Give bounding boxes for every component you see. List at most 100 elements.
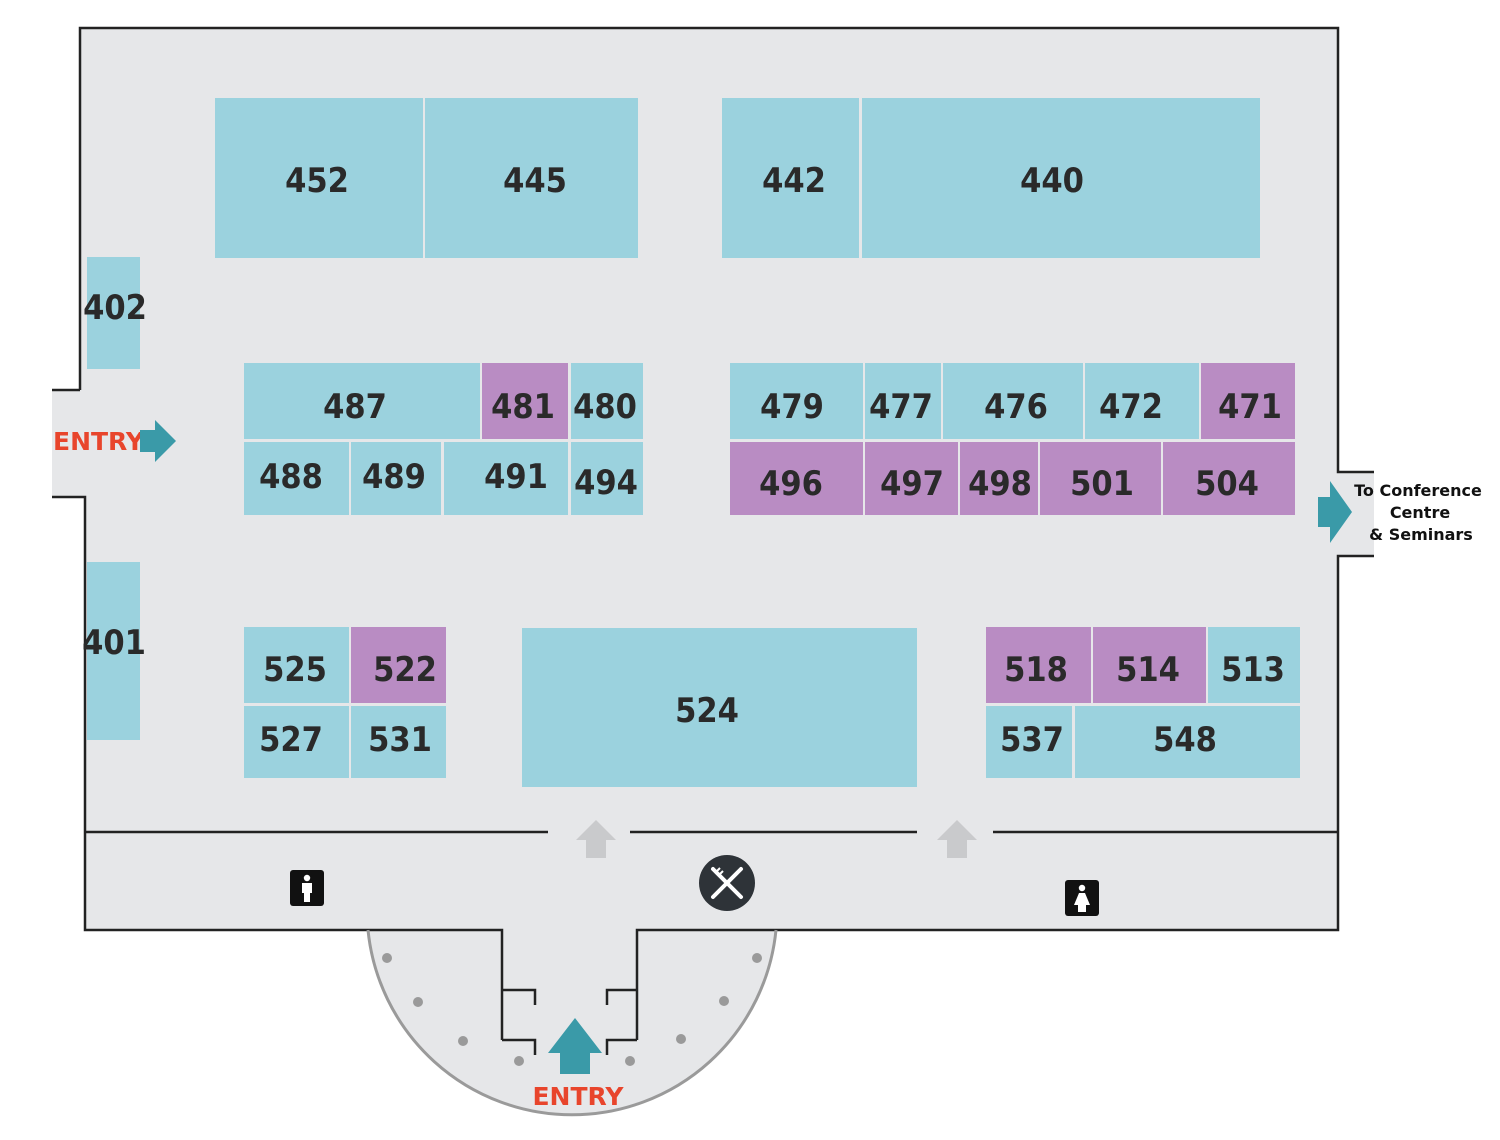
entry-west: ENTRY (53, 420, 176, 462)
stand-labels: 452 445 442 440 402 401 487 481 480 488 … (82, 161, 1285, 760)
stand-label-494: 494 (574, 463, 638, 503)
womens-toilet-icon (1065, 880, 1099, 916)
conference-arrow-icon (1318, 481, 1352, 543)
stand-label-504: 504 (1195, 464, 1259, 504)
stand-518[interactable] (986, 627, 1091, 703)
stand-label-513: 513 (1221, 650, 1285, 690)
column (514, 1056, 524, 1066)
stand-445[interactable] (425, 98, 638, 258)
stand-label-442: 442 (762, 161, 826, 201)
stand-label-522: 522 (373, 650, 437, 690)
entry-south-label: ENTRY (532, 1082, 624, 1111)
column (752, 953, 762, 963)
stand-label-481: 481 (491, 387, 555, 427)
stand-label-440: 440 (1020, 161, 1084, 201)
up-arrow-icon (576, 820, 616, 858)
stand-label-525: 525 (263, 650, 327, 690)
stand-494[interactable] (571, 442, 643, 515)
conference-link[interactable]: To Conference Centre & Seminars (1318, 481, 1482, 544)
column (458, 1036, 468, 1046)
entry-west-arrow-icon (140, 420, 176, 462)
stand-label-477: 477 (869, 387, 933, 427)
stand-496[interactable] (730, 442, 863, 515)
column (625, 1056, 635, 1066)
conference-label-line-1: To Conference (1354, 481, 1482, 500)
stand-497[interactable] (865, 442, 958, 515)
stands (87, 98, 1300, 787)
stand-513[interactable] (1208, 627, 1300, 703)
stand-480[interactable] (571, 363, 643, 439)
stand-477[interactable] (865, 363, 941, 439)
stand-548[interactable] (1075, 706, 1300, 778)
doorway-right-lower (605, 1038, 637, 1055)
conference-label-line-3: & Seminars (1369, 525, 1473, 544)
stand-537[interactable] (986, 706, 1072, 778)
stand-label-537: 537 (1000, 720, 1064, 760)
stand-504[interactable] (1163, 442, 1295, 515)
stand-label-514: 514 (1116, 650, 1180, 690)
stand-491[interactable] (444, 442, 568, 515)
stand-522[interactable] (351, 627, 446, 703)
stand-label-401: 401 (82, 623, 146, 663)
wall-east-lower (635, 554, 1374, 1040)
stand-label-489: 489 (362, 457, 426, 497)
stand-label-479: 479 (760, 387, 824, 427)
stand-label-497: 497 (880, 464, 944, 504)
stand-label-518: 518 (1004, 650, 1068, 690)
stand-label-471: 471 (1218, 387, 1282, 427)
column (676, 1034, 686, 1044)
column (382, 953, 392, 963)
stand-476[interactable] (943, 363, 1083, 439)
stand-401[interactable] (87, 562, 140, 740)
stand-402[interactable] (87, 257, 140, 369)
stand-479[interactable] (730, 363, 863, 439)
stand-label-488: 488 (259, 457, 323, 497)
foyer-arrows (576, 820, 977, 858)
stand-472[interactable] (1085, 363, 1199, 439)
stand-label-501: 501 (1070, 464, 1134, 504)
stand-label-452: 452 (285, 161, 349, 201)
column (719, 996, 729, 1006)
stand-label-531: 531 (368, 720, 432, 760)
stand-label-527: 527 (259, 720, 323, 760)
stand-452[interactable] (215, 98, 423, 258)
entry-south: ENTRY (532, 1018, 624, 1111)
stand-440[interactable] (862, 98, 1260, 258)
stand-label-548: 548 (1153, 720, 1217, 760)
stand-489[interactable] (351, 442, 441, 515)
stand-label-445: 445 (503, 161, 567, 201)
stand-524[interactable] (522, 628, 917, 787)
stand-label-496: 496 (759, 464, 823, 504)
stand-501[interactable] (1040, 442, 1161, 515)
stand-487[interactable] (244, 363, 480, 439)
conference-label-line-2: Centre (1390, 503, 1451, 522)
stand-527[interactable] (244, 706, 349, 778)
doorway-right (605, 988, 637, 1005)
stand-label-487: 487 (323, 387, 387, 427)
stand-label-472: 472 (1099, 387, 1163, 427)
stand-label-524: 524 (675, 691, 739, 731)
stand-498[interactable] (960, 442, 1038, 515)
column (413, 997, 423, 1007)
walls (52, 26, 1374, 1055)
rotunda (366, 929, 778, 1117)
stand-442[interactable] (722, 98, 859, 258)
stand-label-491: 491 (484, 457, 548, 497)
stand-488[interactable] (244, 442, 349, 515)
entry-south-arrow-icon (548, 1018, 602, 1074)
stand-481[interactable] (482, 363, 568, 439)
stand-label-498: 498 (968, 464, 1032, 504)
rotunda-arc (366, 929, 778, 1117)
stand-514[interactable] (1093, 627, 1206, 703)
wall-south-west (52, 495, 504, 1040)
stand-531[interactable] (351, 706, 446, 778)
stand-label-402: 402 (83, 288, 147, 328)
stand-525[interactable] (244, 627, 349, 703)
doorway-left (502, 988, 537, 1005)
stand-471[interactable] (1201, 363, 1295, 439)
stand-label-476: 476 (984, 387, 1048, 427)
wall-north-east (78, 26, 1374, 474)
up-arrow-icon (937, 820, 977, 858)
entry-west-label: ENTRY (53, 427, 145, 456)
